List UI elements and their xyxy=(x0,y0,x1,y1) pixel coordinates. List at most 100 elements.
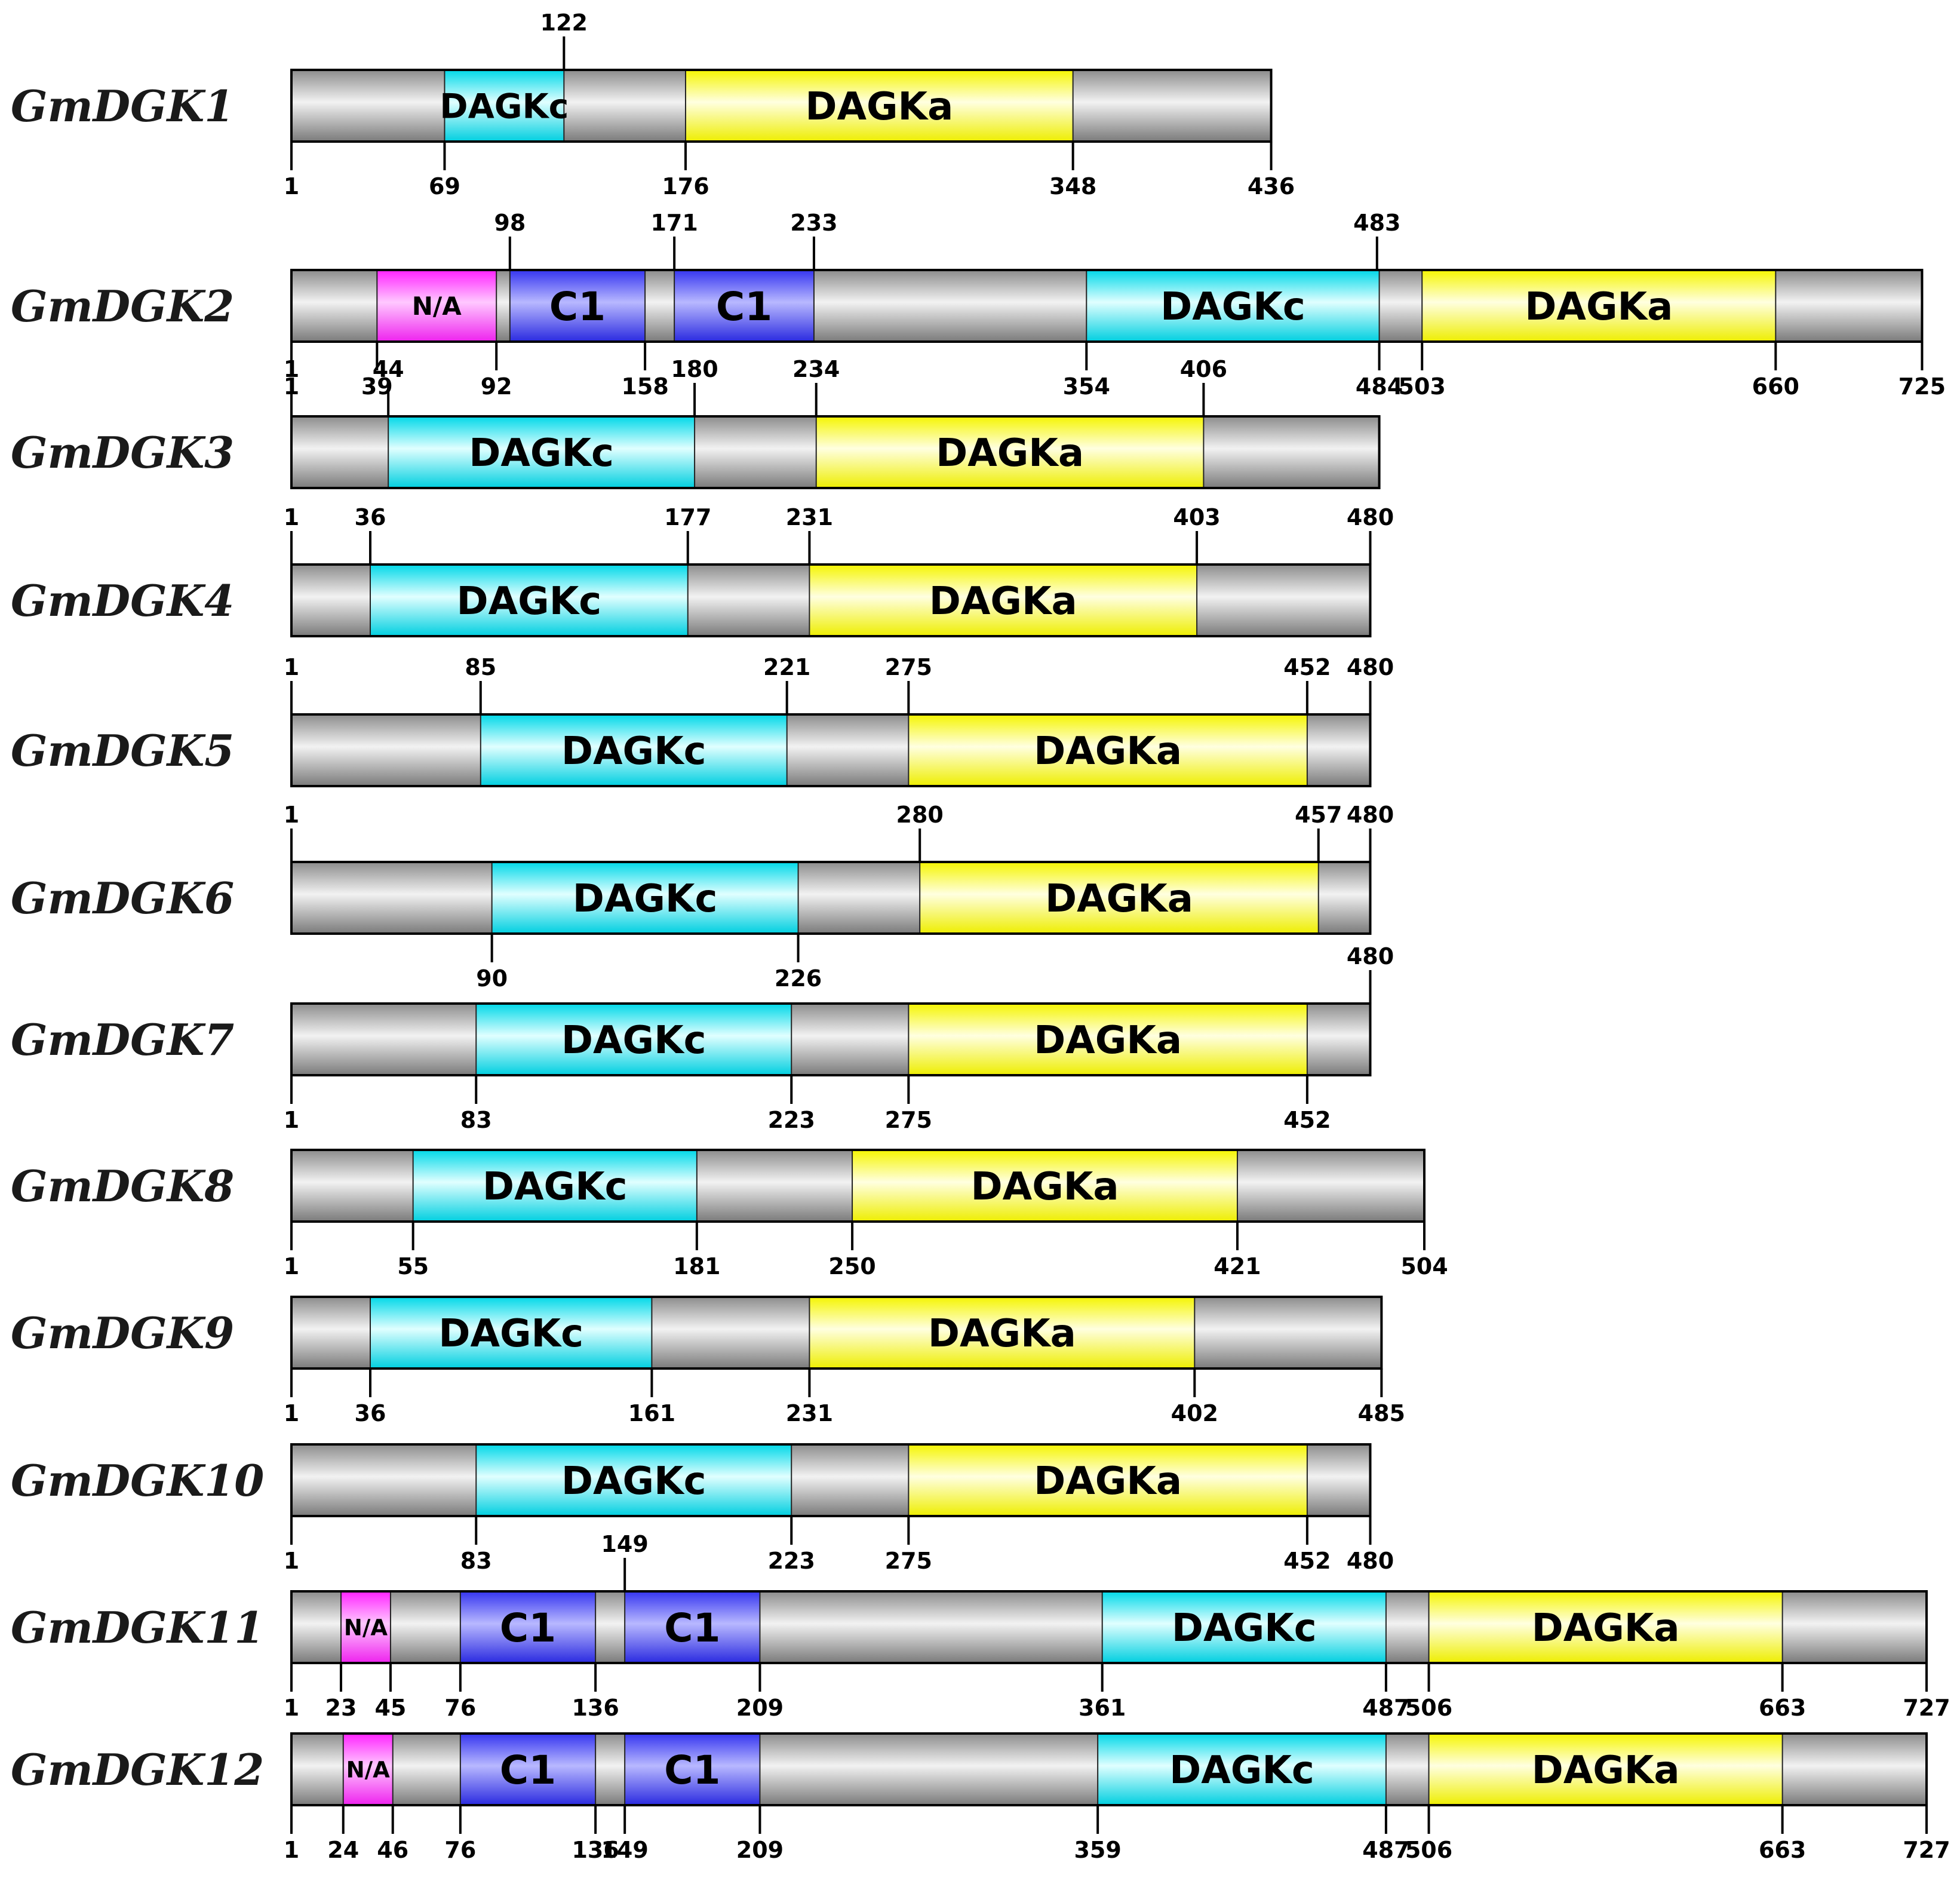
position-tick-label: 348 xyxy=(1049,173,1096,200)
domain-label: DAGKa xyxy=(936,431,1084,475)
domain-label: DAGKa xyxy=(1532,1748,1680,1793)
gene-name-label: GmDGK6 xyxy=(11,873,234,923)
protein-outline xyxy=(290,415,1381,489)
domain-dagkc-box xyxy=(369,564,689,637)
gene-name-label: GmDGK5 xyxy=(11,725,234,776)
position-tick-label: 209 xyxy=(736,1695,784,1721)
position-tick-label: 1 xyxy=(284,654,299,680)
position-tick-label: 480 xyxy=(1347,943,1394,969)
domain-label: DAGKa xyxy=(928,1312,1076,1356)
position-tick-label: 136 xyxy=(572,1695,619,1721)
position-tick-label: 480 xyxy=(1347,1548,1394,1574)
domain-dagkc-box xyxy=(388,416,696,489)
position-tick-label: 1 xyxy=(284,504,299,530)
domain-label: DAGKc xyxy=(561,1459,706,1504)
position-tick-label: 1 xyxy=(284,356,299,382)
position-tick-label: 76 xyxy=(444,1695,476,1721)
domain-label: DAGKa xyxy=(805,85,953,129)
protein-outline xyxy=(290,269,1924,343)
position-tick-label: 484 xyxy=(1356,373,1403,400)
position-tick-label: 663 xyxy=(1759,1695,1806,1721)
position-tick-label: 406 xyxy=(1180,356,1227,382)
domain-c1-box xyxy=(459,1591,597,1664)
position-tick-label: 234 xyxy=(792,356,840,382)
position-tick-label: 23 xyxy=(325,1695,357,1721)
domain-label: DAGKa xyxy=(1034,1018,1182,1063)
domain-dagka-box xyxy=(815,416,1205,489)
position-tick-label: 176 xyxy=(662,173,709,200)
position-tick-label: 69 xyxy=(429,173,460,200)
position-tick-label: 122 xyxy=(540,10,588,36)
domain-label: DAGKc xyxy=(573,877,718,921)
domain-label: C1 xyxy=(716,284,772,330)
position-tick-label: 98 xyxy=(494,210,526,236)
domain-dagka-box xyxy=(809,1296,1196,1369)
position-tick-label: 46 xyxy=(377,1837,408,1863)
domain-label: C1 xyxy=(664,1747,720,1793)
position-tick-label: 725 xyxy=(1898,373,1946,400)
gene-name-label: GmDGK9 xyxy=(11,1308,234,1358)
position-tick-label: 55 xyxy=(397,1253,429,1280)
position-tick-label: 359 xyxy=(1074,1837,1121,1863)
position-tick-label: 233 xyxy=(790,210,837,236)
domain-c1-box xyxy=(674,269,815,342)
domain-dagkc-box xyxy=(1101,1591,1387,1664)
position-tick-label: 231 xyxy=(786,1400,833,1426)
position-tick-label: 1 xyxy=(284,1107,299,1133)
domain-c1-box xyxy=(459,1733,597,1806)
position-tick-label: 1 xyxy=(284,1837,299,1863)
position-tick-label: 36 xyxy=(355,1400,386,1426)
position-tick-label: 727 xyxy=(1903,1695,1950,1721)
position-tick-label: 480 xyxy=(1347,504,1394,530)
domain-dagka-box xyxy=(1421,269,1777,342)
position-tick-label: 177 xyxy=(664,504,711,530)
domain-label: DAGKa xyxy=(1525,285,1673,329)
domain-label: DAGKc xyxy=(561,1018,706,1063)
position-tick-label: 83 xyxy=(460,1107,492,1133)
position-tick-label: 45 xyxy=(374,1695,406,1721)
position-tick-label: 161 xyxy=(628,1400,675,1426)
position-tick-label: 403 xyxy=(1173,504,1220,530)
position-tick-label: 1 xyxy=(284,1548,299,1574)
position-tick-label: 660 xyxy=(1752,373,1799,400)
position-tick-label: 421 xyxy=(1214,1253,1261,1280)
position-tick-label: 92 xyxy=(481,373,512,400)
position-tick-label: 85 xyxy=(465,654,496,680)
position-tick-label: 483 xyxy=(1353,210,1400,236)
domain-na-box xyxy=(340,1591,391,1664)
domain-label: DAGKa xyxy=(1532,1606,1680,1650)
domain-label: DAGKc xyxy=(483,1165,628,1209)
position-tick-label: 503 xyxy=(1399,373,1446,400)
domain-label: N/A xyxy=(346,1757,390,1782)
position-tick-label: 90 xyxy=(476,965,508,992)
position-tick-label: 485 xyxy=(1358,1400,1405,1426)
domain-dagkc-box xyxy=(480,714,788,787)
gene-name-label: GmDGK12 xyxy=(11,1744,264,1795)
domain-dagkc-box xyxy=(475,1444,792,1517)
domain-label: C1 xyxy=(500,1605,556,1651)
position-tick-label: 280 xyxy=(896,802,944,828)
domain-label: DAGKc xyxy=(1172,1606,1317,1650)
position-tick-label: 250 xyxy=(828,1253,875,1280)
position-tick-label: 223 xyxy=(768,1548,815,1574)
protein-outline xyxy=(290,1732,1928,1806)
position-tick-label: 1 xyxy=(284,173,299,200)
position-tick-label: 181 xyxy=(673,1253,720,1280)
position-tick-label: 663 xyxy=(1759,1837,1806,1863)
position-tick-label: 149 xyxy=(601,1531,648,1557)
position-tick-label: 361 xyxy=(1079,1695,1126,1721)
position-tick-label: 209 xyxy=(736,1837,784,1863)
domain-label: DAGKc xyxy=(1160,285,1305,329)
position-tick-label: 1 xyxy=(284,1400,299,1426)
gene-name-label: GmDGK8 xyxy=(11,1161,234,1211)
